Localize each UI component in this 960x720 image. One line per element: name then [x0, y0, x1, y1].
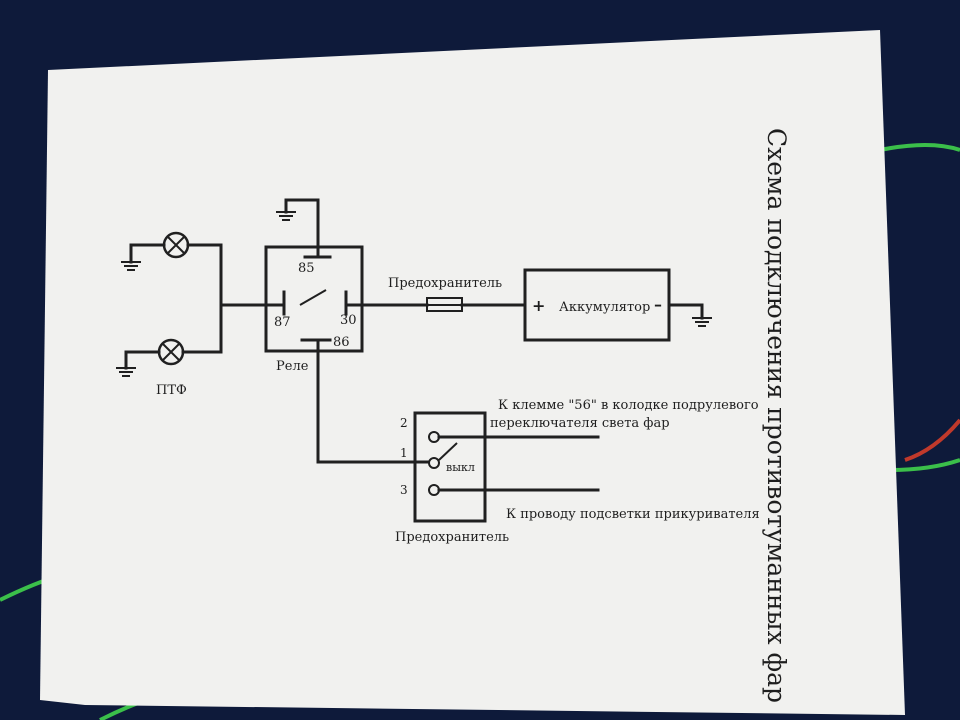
diagram-title: Схема подключения противотуманных фар — [762, 128, 791, 703]
pin-87-label: 87 — [274, 315, 291, 330]
switch-pin-2-label: 2 — [400, 416, 408, 430]
terminal-56-note-line2: переключателя света фар — [490, 416, 670, 431]
pin-85-label: 85 — [298, 261, 315, 276]
switch-off-label: выкл — [446, 461, 475, 474]
switch: выкл 2 1 3 Предохранитель — [316, 338, 600, 545]
fuse-battery-circuit: Предохранитель + Аккумулятор – — [347, 268, 712, 342]
fuse-top-label: Предохранитель — [388, 276, 502, 291]
pin-86-label: 86 — [333, 335, 350, 350]
relay: 85 87 30 86 Реле — [219, 198, 364, 374]
battery-plus-sign: + — [532, 296, 545, 315]
battery-minus-sign: – — [654, 295, 662, 314]
switch-fuse-label: Предохранитель — [395, 530, 509, 545]
switch-pin-3-label: 3 — [400, 483, 408, 497]
paper-sheet — [40, 30, 905, 715]
switch-pin-1-label: 1 — [400, 446, 408, 460]
lighter-wire-note: К проводу подсветки прикуривателя — [506, 507, 760, 522]
relay-box — [264, 245, 364, 353]
relay-label: Реле — [276, 359, 309, 374]
battery-label: Аккумулятор — [559, 300, 650, 315]
terminal-56-note-line1: К клемме "56" в колодке подрулевого — [498, 398, 759, 413]
pin-30-label: 30 — [340, 313, 357, 328]
switch-box — [413, 411, 487, 523]
fog-lamps-label: ПТФ — [156, 383, 187, 398]
fog-lamps: ПТФ — [116, 231, 223, 398]
